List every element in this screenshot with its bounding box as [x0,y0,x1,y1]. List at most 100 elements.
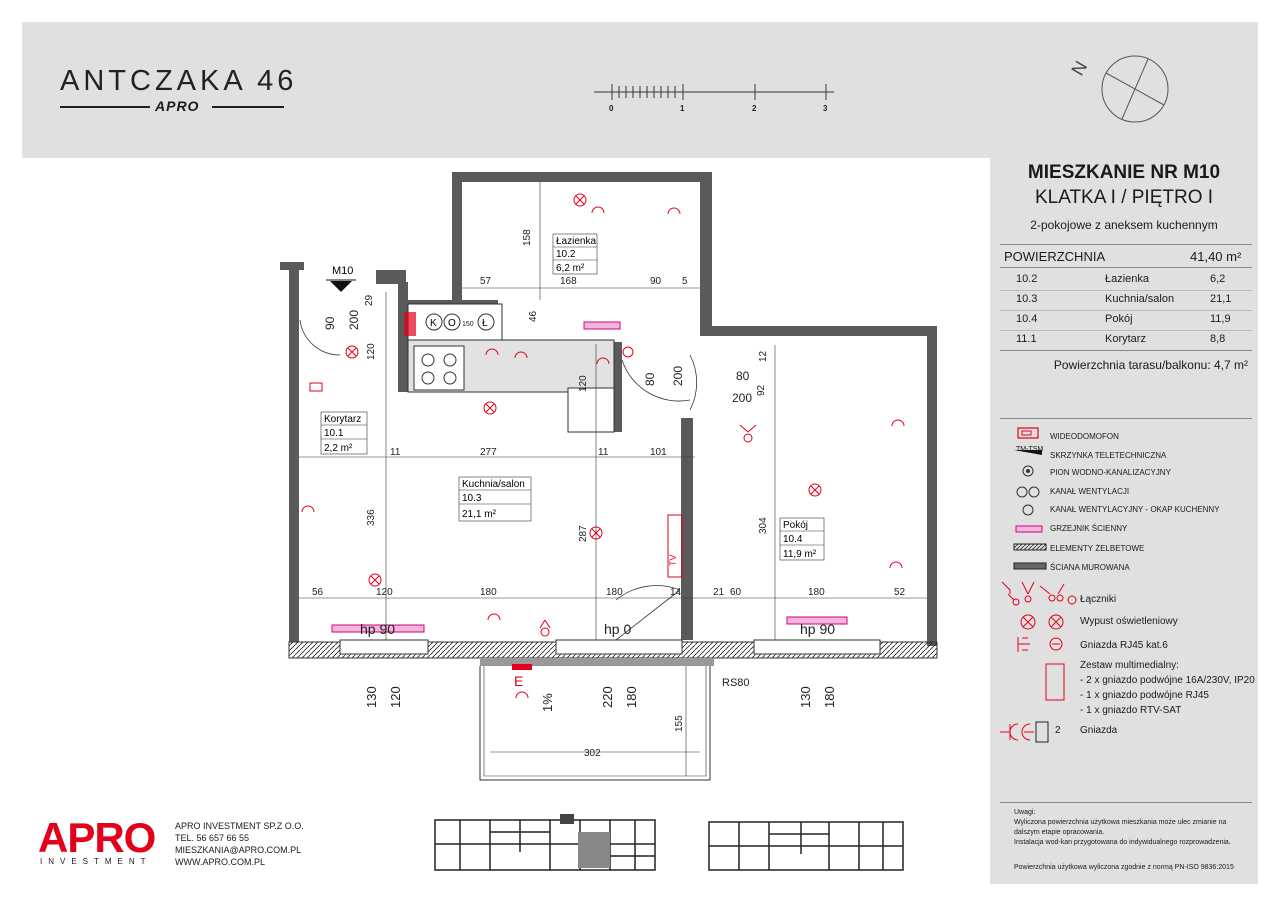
water-riser-icon [1022,465,1034,477]
area-divider [1000,350,1252,351]
room-name: Pokój [783,520,808,531]
apro-logo: APRO [38,814,156,861]
dim: 130 [364,686,379,708]
compass-icon: N [1067,55,1169,123]
dimension-lines [299,182,927,776]
notes-line: dalszym etapie opracowania. [1014,829,1105,836]
room-id: 10.3 [1016,293,1038,305]
scale-label-1: 1 [680,104,685,113]
room-area: 6,2 [1210,273,1226,285]
room-id: 10.1 [324,428,344,439]
dim: 302 [584,748,601,759]
notes-title: Uwagi: [1014,809,1036,816]
room-area: 6,2 m² [556,263,585,274]
scale-label-2: 2 [752,104,757,113]
dim: 120 [376,587,393,598]
dim: 90 [323,316,337,330]
dim: 11 [598,447,609,458]
area-row: 11.1 Korytarz 8,8 [1000,330,1252,350]
area-divider [1000,290,1252,291]
intercom-icon [1017,427,1039,439]
room-id: 10.4 [783,534,803,545]
notes-line: Wyliczona powierzchnia użytkowa mieszkan… [1014,819,1227,826]
dim: 57 [480,276,492,287]
company-phone: TEL. 56 657 66 55 [175,833,250,843]
company-info: APRO INVESTMENT SP.Z O.O. TEL. 56 657 66… [175,820,304,868]
dim: 14 [670,587,682,598]
multimedia-icon [1045,663,1065,701]
room-name: Pokój [1105,313,1133,325]
dim: 12 [758,350,769,362]
dim: 277 [480,447,497,458]
scale-label-0: 0 [609,104,614,113]
vent-k-label: K [430,318,437,329]
apro-logo-sub: INVESTMENT [40,857,152,866]
masonry-icon [1013,562,1047,570]
notes-block: Uwagi: Wyliczona powierzchnia użytkowa m… [1000,808,1252,848]
room-name: Korytarz [1105,333,1146,345]
dim: 180 [624,686,639,708]
info-panel [990,158,1258,884]
telecom-box-icon [404,312,416,336]
dim: hp 90 [360,621,395,637]
dim: 90 [650,276,662,287]
area-total: 41,40 m² [1190,249,1242,264]
dim: 60 [730,587,742,598]
room-name: Kuchnia/salon [1105,293,1175,305]
vent-l-icon [477,313,495,331]
dim: 180 [822,686,837,708]
company-email: MIESZKANIA@APRO.COM.PL [175,845,302,855]
notes-divider [1000,802,1252,803]
room-area: 2,2 m² [324,443,353,454]
water-riser-icon [1026,469,1030,473]
electrical-symbols [301,193,905,699]
e-label: E [514,673,523,689]
legend-water-riser: PION WODNO-KANALIZACYJNY [1050,468,1171,477]
telecom-box-icon [1014,450,1042,455]
dim: 56 [312,587,324,598]
legend-multimedia-item: - 1 x gniazdo RTV-SAT [1080,705,1182,716]
room-name: Łazienka [1105,273,1150,285]
masonry-walls [280,172,937,646]
legend-vent: KANAŁ WENTYLACJI [1050,487,1130,496]
vent-l-icon [1028,486,1040,498]
dim: 287 [578,525,589,542]
room-label-lazienka: Łazienka 10.2 6,2 m² [552,233,598,275]
socket-icon [1000,721,1049,743]
balcony [479,666,711,781]
dim: 46 [528,310,539,322]
apartment-title: MIESZKANIE NR M10 [1027,162,1221,183]
brand-logo-small: APRO [155,98,200,114]
legend-radiator: GRZEJNIK ŚCIENNY [1050,524,1128,533]
dim: 130 [798,686,813,708]
dim: 304 [758,517,769,534]
legend-switches: Łączniki [1080,594,1117,605]
dim: 80 [643,372,657,386]
company-web: WWW.APRO.COM.PL [175,857,265,867]
legend-rj45: Gniazda RJ45 kat.6 [1080,640,1168,651]
area-row: 10.2 Łazienka 6,2 [1000,270,1252,290]
apt-marker-icon [330,281,352,292]
concrete-icon [1013,543,1047,551]
vent-k-icon [1016,486,1028,498]
room-id: 11.1 [1016,333,1037,345]
vent-l-label: Ł [482,318,488,329]
room-id: 10.2 [1016,273,1038,285]
dim: 120 [578,375,589,392]
legend-concrete: ELEMENTY ŻELBETOWE [1050,544,1145,553]
area-row: 10.4 Pokój 11,9 [1000,310,1252,330]
light-point-icon [1020,614,1064,630]
dim: 29 [364,294,375,306]
scale-label-3: 3 [823,104,828,113]
legend-tm-label: TM-TSM [1016,446,1044,453]
radiators [331,321,848,633]
room-id: 10.2 [556,249,576,260]
room-area: 8,8 [1210,333,1226,345]
dim: hp 90 [800,621,835,637]
room-label-korytarz: Korytarz 10.1 2,2 m² [320,411,368,455]
dim: 158 [522,229,533,246]
dim: 52 [894,587,906,598]
legend-vent-hood: KANAŁ WENTYLACYJNY - OKAP KUCHENNY [1050,505,1220,514]
apartment-subtitle: KLATKA I / PIĘTRO I [1034,187,1214,208]
dim: 155 [674,715,685,732]
